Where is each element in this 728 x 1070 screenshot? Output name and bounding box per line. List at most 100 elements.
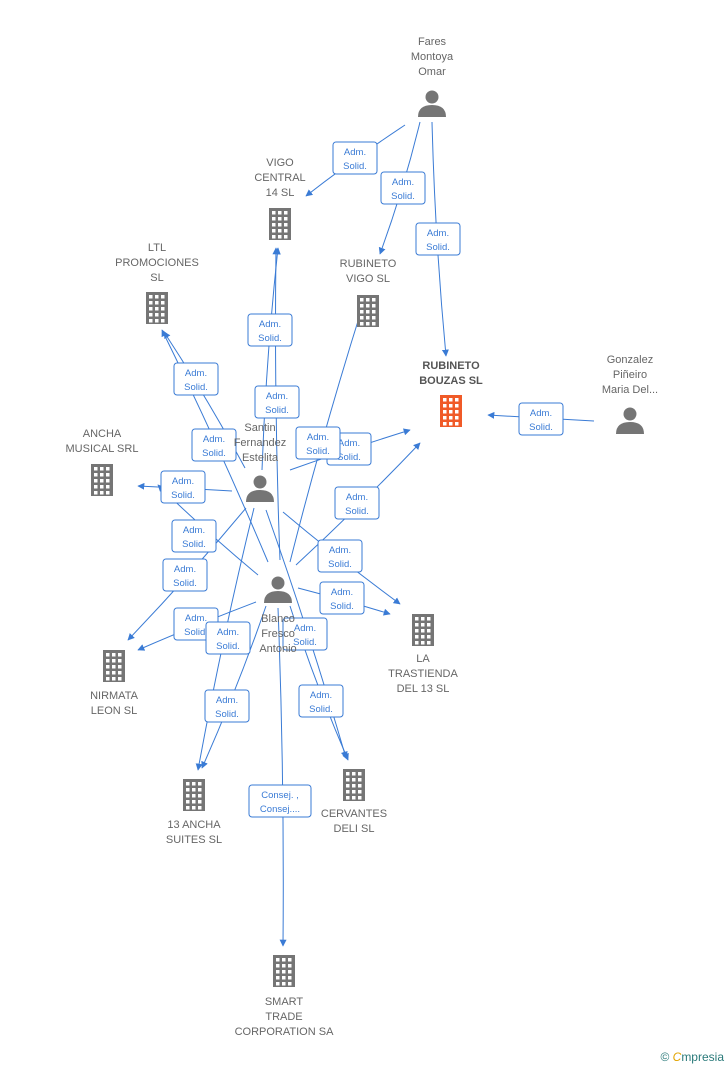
building-icon [440,395,462,427]
edge-label-gonz-to-rbouzas[interactable]: Adm.Solid. [518,402,564,436]
edge-label-santin-to-vigo[interactable]: Adm.Solid. [254,385,300,419]
node-label: VIGO SL [346,273,390,285]
building-window [352,790,356,794]
building-window [276,976,280,980]
node-label: Fresco [261,628,295,640]
edge-label-text: Solid. [265,405,289,416]
person-icon [418,90,446,117]
edge-label-blanco-to-rbouzas[interactable]: Adm.Solid. [334,486,380,520]
node-label: DELI SL [334,823,375,835]
edge-label-santin-to-ancha[interactable]: Adm.Solid. [160,470,206,504]
edge-label-blanco-to-smart[interactable]: Consej. ,Consej.... [248,784,312,818]
building-icon [343,769,365,801]
building-window [112,677,116,681]
edge-label-fares-to-rbouzas[interactable]: Adm.Solid. [415,222,461,256]
node-label: Fernandez [234,437,287,449]
edge-label-santin-to-cerv[interactable]: Adm.Solid. [298,684,344,718]
building-window [276,970,280,974]
building-window [272,211,276,215]
edge-label-text: Adm. [310,690,332,701]
building-window [284,235,288,239]
building-window [155,295,159,299]
edge-label-santin-to-nirmata[interactable]: Adm.Solid. [162,558,208,592]
node-nirmata[interactable]: NIRMATA LEON SL [90,650,139,717]
node-label: PROMOCIONES [115,257,199,269]
edge-label-text: Adm. [307,432,329,443]
edge-label-santin-to-suites[interactable]: Adm.Solid. [204,689,250,723]
building-window [360,310,364,314]
edge-label-text: Solid. [216,641,240,652]
building-window [106,653,110,657]
edge-label-text: Solid. [343,161,367,172]
edge-label-santin-to-ltl[interactable]: Adm.Solid. [191,428,237,462]
building-window [455,398,459,402]
edge-label-text: Adm. [174,564,196,575]
edge-label-blanco-to-rvigo[interactable]: Adm.Solid. [295,426,341,460]
edge-label-text: Solid. [258,333,282,344]
edge-label-box [247,313,293,347]
edge-label-blanco-to-suites[interactable]: Adm.Solid. [205,621,251,655]
edge-label-blanco-to-vigo[interactable]: Adm.Solid. [247,313,293,347]
building-window [282,976,286,980]
person-icon [616,407,644,434]
edge-label-text: Adm. [185,613,207,624]
building-window [94,485,98,489]
building-icon [273,955,295,987]
edge-label-box [334,486,380,520]
node-label: CERVANTES [321,808,387,820]
edge-label-blanco-to-trast[interactable]: Adm.Solid. [319,581,365,615]
edge-blanco-to-smart [277,607,287,947]
building-window [155,313,159,317]
building-window [288,970,292,974]
node-label: LEON SL [91,705,137,717]
building-window [192,806,196,810]
building-window [100,491,104,495]
edge-label-blanco-to-ancha[interactable]: Adm.Solid. [171,519,217,553]
building-window [372,322,376,326]
edge-label-text: Solid. [328,559,352,570]
edge-label-box [332,141,378,175]
node-label: MUSICAL SRL [66,443,139,455]
building-window [276,958,280,962]
building-window [94,467,98,471]
building-window [366,310,370,314]
building-window [415,617,419,621]
building-window [118,659,122,663]
edge-label-fares-to-rvigo[interactable]: Adm.Solid. [380,171,426,205]
node-label: NIRMATA [90,690,139,702]
node-label: Montoya [411,51,454,63]
building-window [112,671,116,675]
building-window [284,223,288,227]
building-icon [357,295,379,327]
building-window [106,665,110,669]
node-label: Antonio [259,643,296,655]
building-window [155,301,159,305]
node-label: CENTRAL [254,172,305,184]
edge-label-text: Adm. [331,587,353,598]
edge-label-text: Solid. [184,627,208,638]
building-window [358,796,362,800]
edge-label-blanco-to-ltl[interactable]: Adm.Solid. [173,362,219,396]
node-cerv[interactable]: CERVANTES DELI SL [321,769,387,835]
building-window [100,479,104,483]
building-window [161,319,165,323]
edge-label-text: Solid. [202,448,226,459]
building-window [415,641,419,645]
edge-label-blanco-to-cerv[interactable]: Adm.Solid. [282,617,328,651]
person-icon-head [623,407,637,421]
building-window [415,623,419,627]
edge-label-santin-to-trast[interactable]: Adm.Solid. [317,539,363,573]
edge-label-fares-to-vigo[interactable]: Adm.Solid. [332,141,378,175]
